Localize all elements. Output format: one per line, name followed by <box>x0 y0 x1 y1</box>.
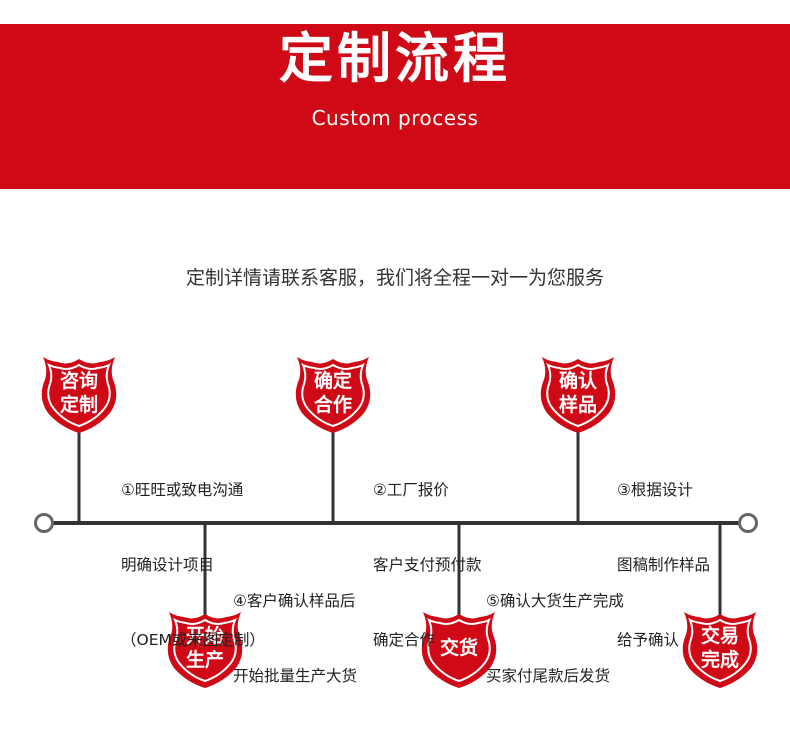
badge-step-5: 交货 <box>418 610 500 690</box>
step-2-description: ②工厂报价 客户支付预付款 确定合作 <box>373 428 482 678</box>
step-1-line-3: （OEM或来图定制） <box>121 631 265 649</box>
step-1-line-1: ①旺旺或致电沟通 <box>121 481 244 499</box>
step-1-line-2: 明确设计项目 <box>121 556 215 574</box>
step-2-line-3: 确定合作 <box>373 631 436 649</box>
badge-step-1: 咨询定制 <box>38 355 120 435</box>
badge-label-step-1: 咨询定制 <box>59 369 98 416</box>
step-4-line-2: 开始批量生产大货 <box>233 667 358 685</box>
step-2-line-1: ②工厂报价 <box>373 481 449 499</box>
page-title: 定制流程 <box>279 27 511 90</box>
step-3-description: ③根据设计 图稿制作样品 给予确认 <box>617 428 710 678</box>
badge-label-step-4: 开始生产 <box>185 624 224 671</box>
badge-label-step-5: 交货 <box>439 636 478 659</box>
step-2-line-2: 客户支付预付款 <box>373 556 482 574</box>
step-5-line-2: 买家付尾款后发货 <box>486 667 611 685</box>
badge-step-2: 确定合作 <box>292 355 374 435</box>
step-4-description: ④客户确认样品后 开始批量生产大货 <box>233 539 357 714</box>
intro-text: 定制详情请联系客服，我们将全程一对一为您服务 <box>185 267 604 289</box>
header-banner <box>0 24 790 189</box>
step-1-description: ①旺旺或致电沟通 明确设计项目 （OEM或来图定制） <box>121 428 265 678</box>
step-3-line-2: 图稿制作样品 <box>617 556 711 574</box>
badge-step-4: 开始生产 <box>164 610 246 690</box>
badge-label-step-3: 确认样品 <box>558 369 597 416</box>
badge-step-3: 确认样品 <box>537 355 619 435</box>
step-5-line-1: ⑤确认大货生产完成 <box>486 592 624 610</box>
badge-label-step-6: 交易完成 <box>700 624 739 671</box>
timeline-right-end-icon <box>738 513 758 533</box>
step-3-line-1: ③根据设计 <box>617 481 693 499</box>
timeline-left-end-icon <box>34 513 54 533</box>
step-4-line-1: ④客户确认样品后 <box>233 592 356 610</box>
step-5-description: ⑤确认大货生产完成 买家付尾款后发货 <box>486 539 624 714</box>
badge-step-6: 交易完成 <box>679 610 761 690</box>
badge-label-step-2: 确定合作 <box>313 369 352 416</box>
page-subtitle: Custom process <box>311 106 479 130</box>
step-3-line-3: 给予确认 <box>617 631 680 649</box>
